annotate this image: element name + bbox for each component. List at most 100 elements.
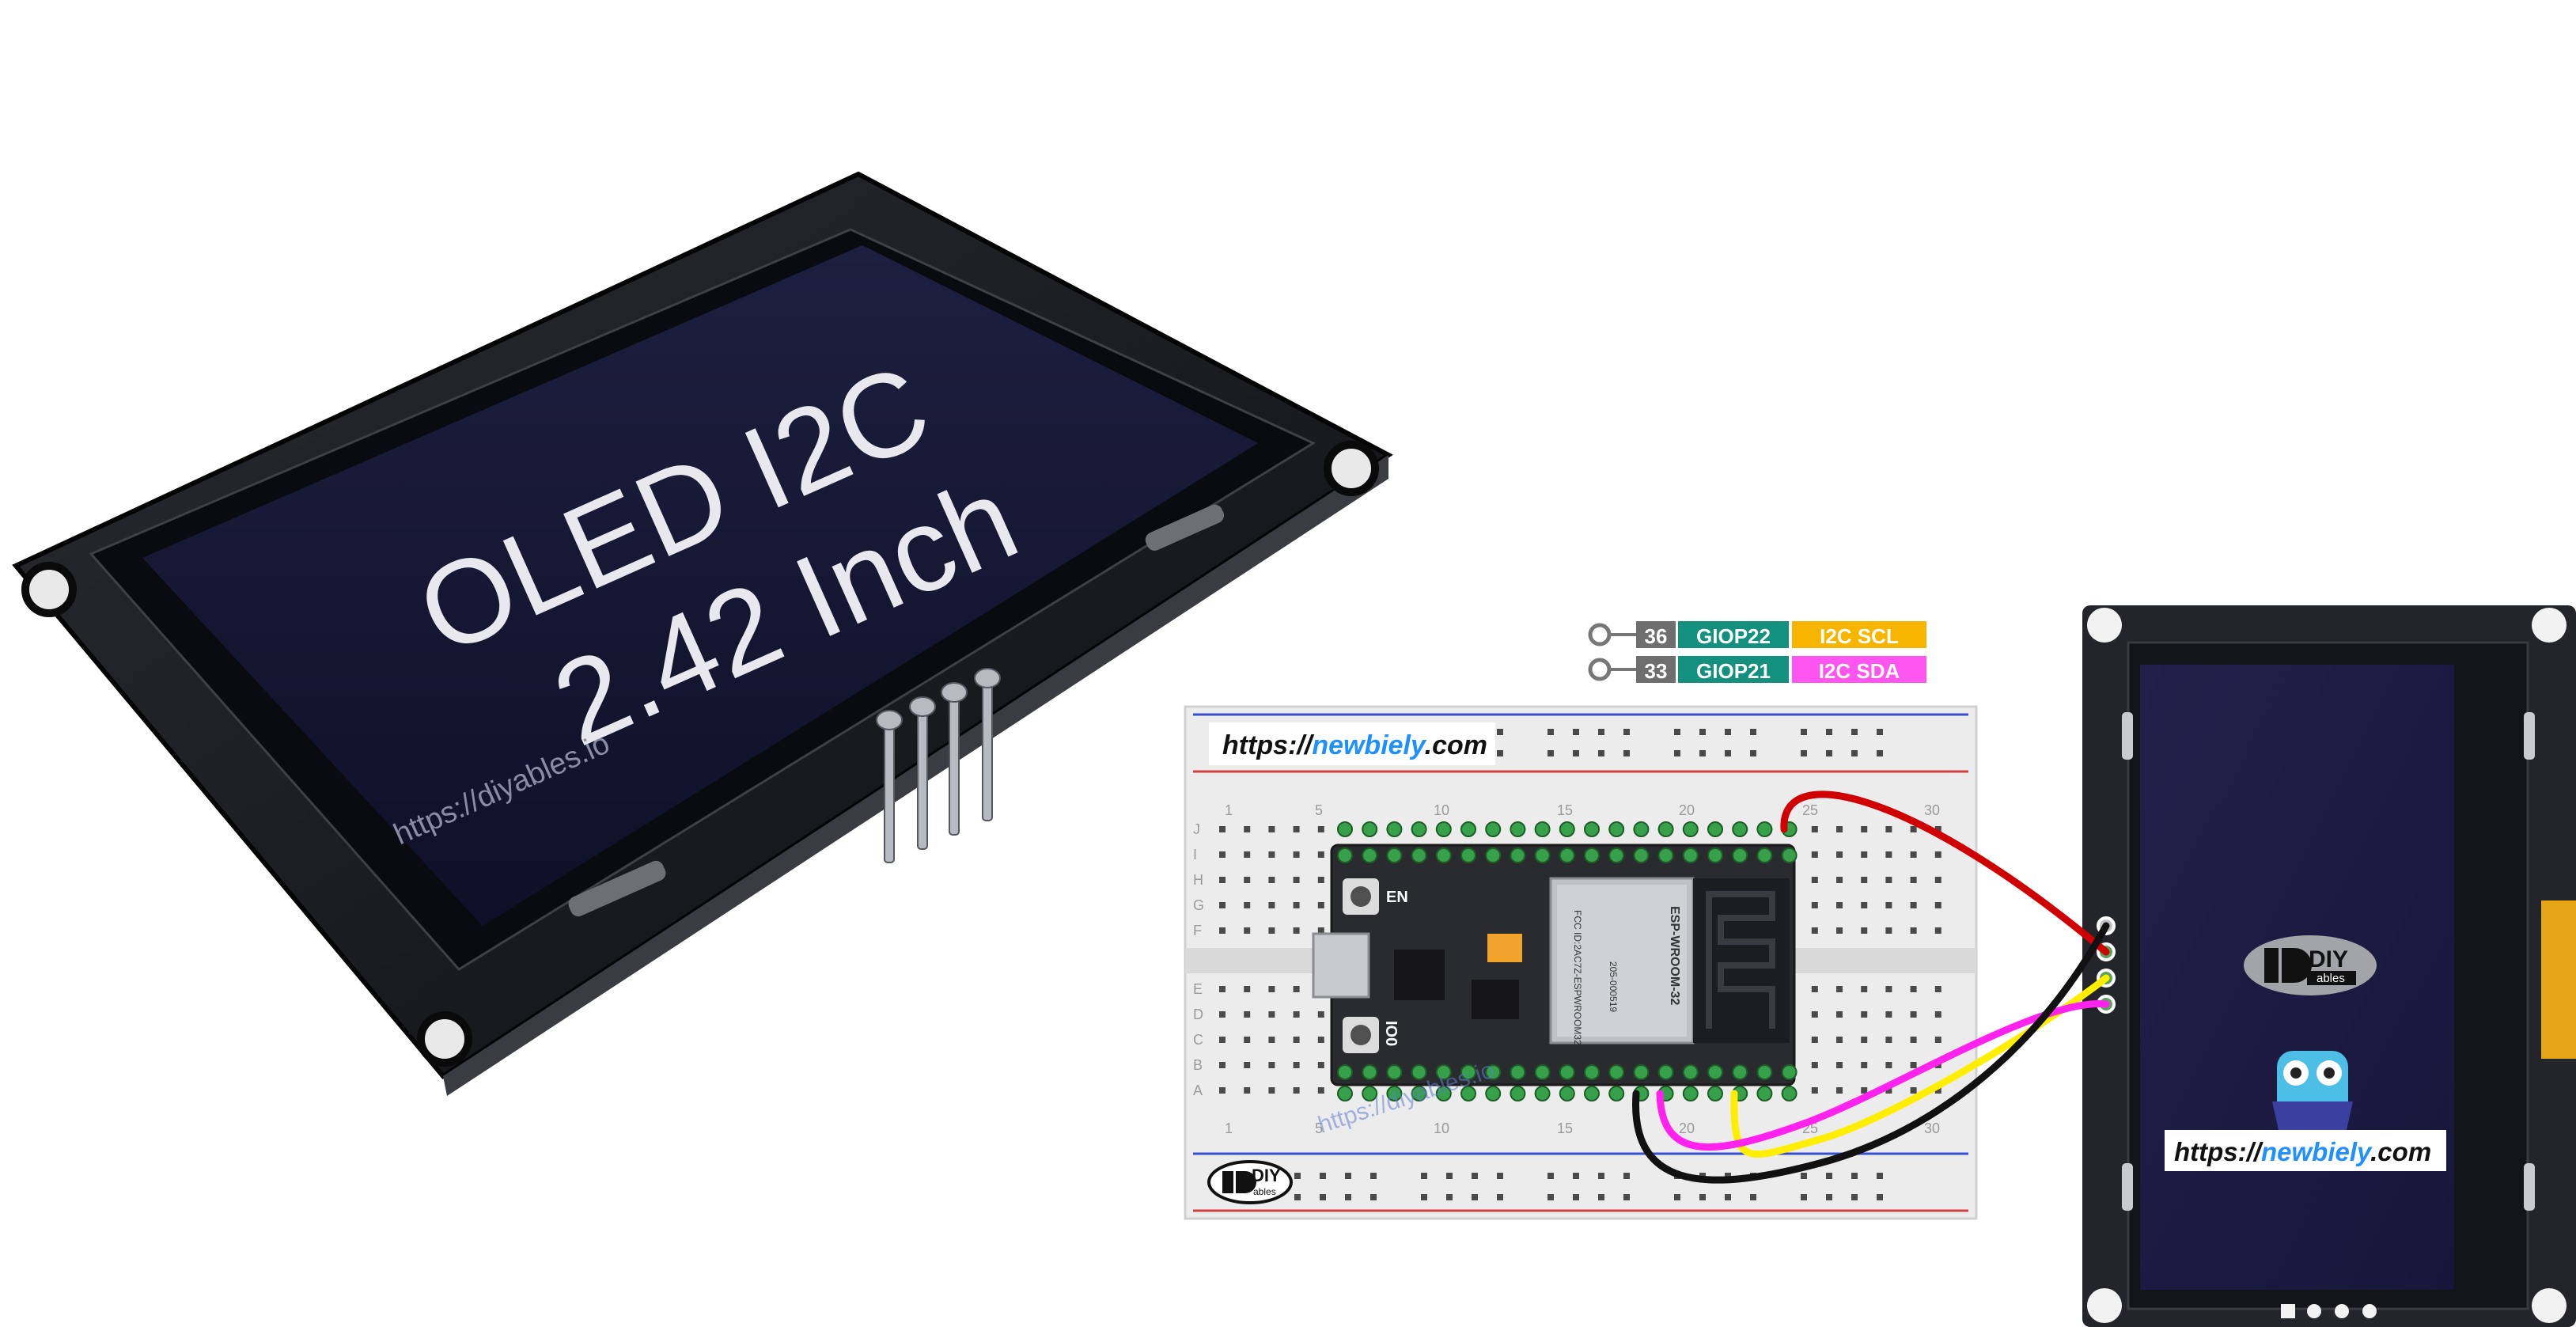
esp32-pin xyxy=(1584,1064,1600,1080)
breadboard-hole xyxy=(1934,877,1941,883)
column-number: 1 xyxy=(1225,802,1233,818)
breadboard-hole xyxy=(1244,986,1251,992)
breadboard-hole xyxy=(1244,1062,1251,1068)
row-letter: G xyxy=(1193,897,1204,913)
breadboard-hole xyxy=(1836,851,1843,858)
breadboard-hole xyxy=(1293,877,1300,883)
breadboard-hole xyxy=(1836,1037,1843,1043)
esp32-pin xyxy=(1411,847,1427,863)
esp32-pin xyxy=(1460,1064,1476,1080)
breadboard-hole xyxy=(1725,1194,1731,1200)
breadboard-hole xyxy=(1910,877,1917,883)
esp32-pin xyxy=(1435,847,1452,863)
wire-sda xyxy=(1656,1000,2110,1151)
esp32-pin xyxy=(1608,821,1625,837)
oled-module-flex-cable xyxy=(2541,900,2576,1059)
pin-gpio: GIOP21 xyxy=(1696,659,1771,683)
oled-url-box xyxy=(2165,1130,2446,1171)
breadboard-hole xyxy=(1836,1087,1843,1094)
esp32-pin xyxy=(1534,1086,1551,1101)
breadboard-hole xyxy=(1811,1062,1818,1068)
breadboard-hole xyxy=(1836,826,1843,832)
breadboard-hole xyxy=(1623,1194,1630,1200)
breadboard-hole xyxy=(1811,1037,1818,1043)
breadboard-hole xyxy=(1317,877,1324,883)
breadboard-hole xyxy=(1421,1194,1427,1200)
esp32-pin xyxy=(1534,847,1551,863)
esp32-pin xyxy=(1707,821,1723,837)
oled-module: DIY ables https://newbiely.com xyxy=(2082,605,2576,1327)
row-letters: J I H G F E D C B A xyxy=(1193,821,1204,1098)
breadboard-hole xyxy=(1345,1194,1351,1200)
column-number: 1 xyxy=(1225,1120,1233,1136)
breadboard-hole xyxy=(1219,902,1225,908)
pin-number: 33 xyxy=(1645,659,1668,683)
breadboard-hole xyxy=(1598,729,1604,735)
breadboard-hole xyxy=(1885,927,1892,934)
esp32-pin xyxy=(1682,1086,1699,1101)
breadboard-hole xyxy=(1219,851,1225,858)
breadboard-hole xyxy=(1268,851,1275,858)
breadboard-hole xyxy=(1885,986,1892,992)
breadboard-url: https://newbiely.com xyxy=(1222,730,1487,760)
esp32-pin xyxy=(1411,1064,1427,1080)
esp32-pin xyxy=(1510,821,1526,837)
esp32-pin xyxy=(1510,847,1526,863)
pin-number: 36 xyxy=(1645,624,1668,648)
breadboard-hole xyxy=(1293,902,1300,908)
breadboard-hole xyxy=(1547,1173,1554,1179)
breadboard-hole xyxy=(1219,826,1225,832)
breadboard-hole xyxy=(1801,1173,1807,1179)
breadboard-hole xyxy=(1317,1062,1324,1068)
module-shield xyxy=(1557,885,1687,1037)
esp32-pin xyxy=(1485,1064,1502,1080)
breadboard-hole xyxy=(1268,1011,1275,1018)
esp32-pin xyxy=(1682,1064,1699,1080)
breadboard-hole xyxy=(1885,1037,1892,1043)
breadboard-hole xyxy=(1317,826,1324,832)
fcc-text: FCC ID:2AC7Z-ESPWROOM32 xyxy=(1572,910,1583,1045)
url-suffix: .com xyxy=(1425,730,1487,760)
oled-logo-text: DIY xyxy=(2309,946,2348,973)
breadboard-hole xyxy=(1547,729,1554,735)
breadboard-hole xyxy=(1725,729,1731,735)
breadboard-hole xyxy=(1317,902,1324,908)
url-prefix: https:// xyxy=(2174,1137,2264,1166)
antenna-trace-icon xyxy=(1706,891,1775,1029)
breadboard-hole xyxy=(1934,1011,1941,1018)
breadboard-hole xyxy=(1934,1087,1941,1094)
breadboard-hole xyxy=(1861,1087,1868,1094)
esp32-pin xyxy=(1707,1086,1723,1101)
breadboard-hole xyxy=(1861,902,1868,908)
breadboard-hole xyxy=(1801,729,1807,735)
breadboard-hole xyxy=(1885,1087,1892,1094)
breadboard-hole xyxy=(1877,1173,1883,1179)
breadboard-hole xyxy=(1885,1011,1892,1018)
row-letter: B xyxy=(1193,1057,1203,1073)
breadboard-hole xyxy=(1934,851,1941,858)
breadboard-hole xyxy=(1801,750,1807,756)
bezel-tab xyxy=(2524,1163,2535,1211)
breadboard-hole xyxy=(1674,750,1680,756)
breadboard-hole xyxy=(1750,1194,1756,1200)
breadboard-hole xyxy=(1851,750,1858,756)
breadboard-hole xyxy=(1244,877,1251,883)
esp32-pin xyxy=(1435,1064,1452,1080)
breadboard-hole xyxy=(1877,750,1883,756)
breadboard-hole xyxy=(1598,1194,1604,1200)
wires xyxy=(1632,791,2110,1184)
esp32-pin xyxy=(1460,1086,1476,1101)
esp32-pin xyxy=(1362,1064,1378,1080)
esp32-pin xyxy=(1732,847,1748,863)
esp32-pin xyxy=(1411,821,1427,837)
breadboard-hole xyxy=(1877,1194,1883,1200)
breadboard-hole xyxy=(1750,729,1756,735)
breadboard-hole xyxy=(1244,826,1251,832)
breadboard-hole xyxy=(1811,927,1818,934)
breadboard-hole xyxy=(1623,1173,1630,1179)
breadboard-hole xyxy=(1293,1011,1300,1018)
breadboard-hole xyxy=(1219,1087,1225,1094)
breadboard-hole xyxy=(1497,1173,1503,1179)
esp32-pin xyxy=(1386,821,1403,837)
